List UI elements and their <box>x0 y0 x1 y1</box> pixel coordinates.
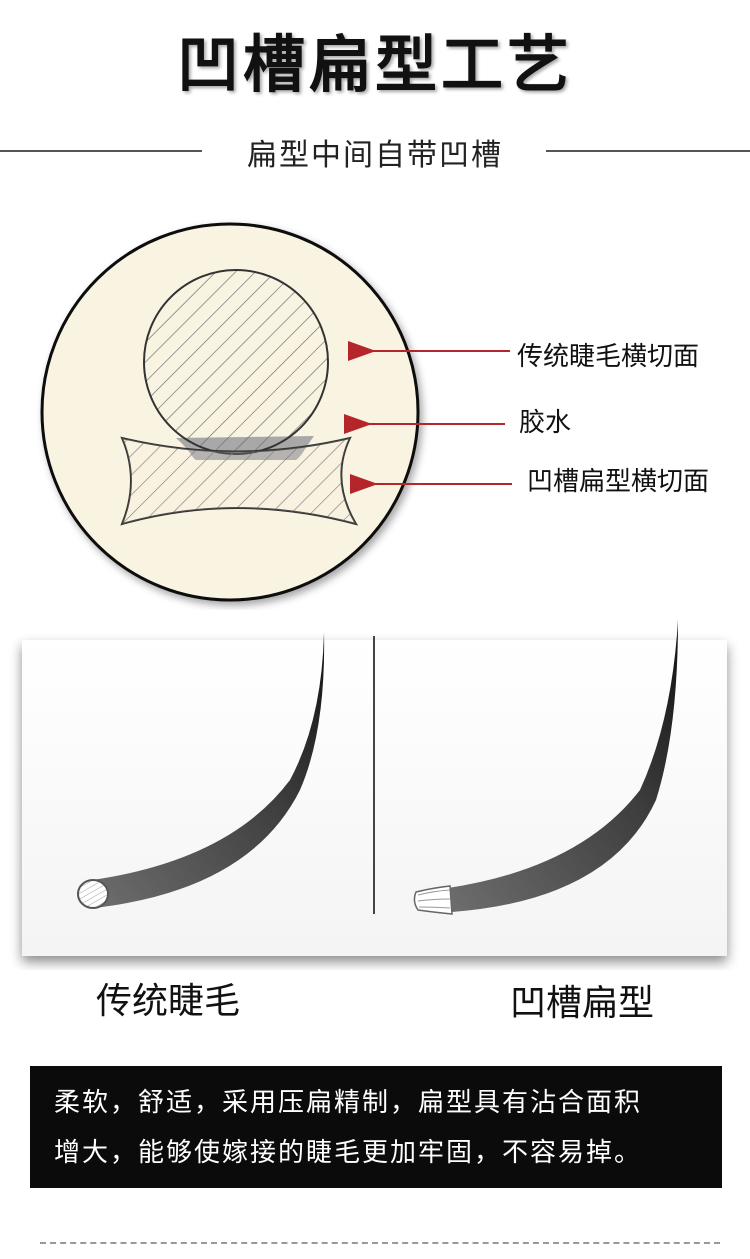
page-title: 凹槽扁型工艺 <box>176 28 573 101</box>
lash-comparison-illustration <box>22 620 727 956</box>
flat-lash-section <box>120 436 359 526</box>
description-line-2: 增大，能够使嫁接的睫毛更加牢固，不容易掉。 <box>54 1138 643 1168</box>
label-traditional-section: 传统睫毛横切面 <box>517 342 700 372</box>
divider-left <box>0 150 202 152</box>
divider-right <box>546 150 750 152</box>
section-subtitle: 扁型中间自带凹槽 <box>247 138 503 173</box>
traditional-lash-curve <box>92 632 325 908</box>
bottom-dashed-divider <box>40 1242 720 1244</box>
cross-section-diagram <box>40 222 512 602</box>
caption-traditional: 传统睫毛 <box>96 981 241 1022</box>
label-groove-section: 凹槽扁型横切面 <box>527 467 710 497</box>
description-box: 柔软，舒适，采用压扁精制，扁型具有沾合面积 增大，能够使嫁接的睫毛更加牢固，不容… <box>30 1066 722 1188</box>
flat-lash-curve <box>448 620 678 912</box>
description-line-1: 柔软，舒适，采用压扁精制，扁型具有沾合面积 <box>54 1088 643 1118</box>
caption-flat-groove: 凹槽扁型 <box>510 983 655 1024</box>
traditional-lash-section <box>143 269 329 455</box>
label-glue: 胶水 <box>519 408 572 438</box>
